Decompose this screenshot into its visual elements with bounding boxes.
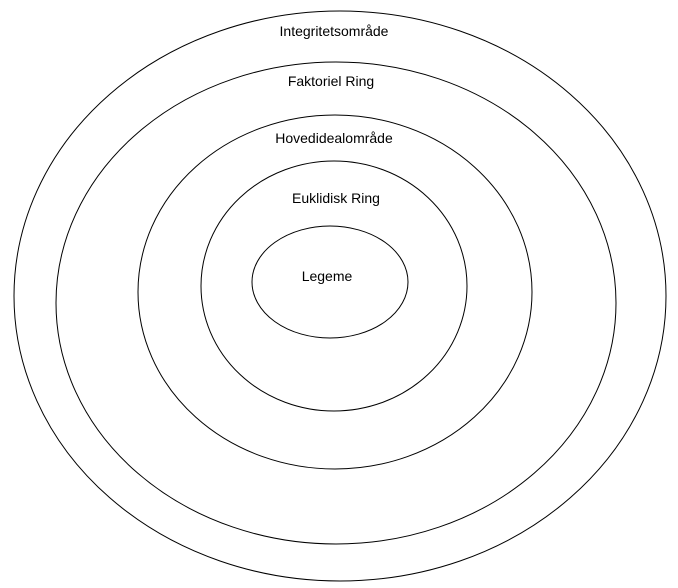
ring-euclidean: Euklidisk Ring — [200, 160, 468, 412]
ring-ufd: Faktoriel Ring — [55, 61, 617, 545]
ring-outline-euclidean — [200, 160, 468, 412]
ring-pid: Hovedidealområde — [137, 114, 533, 470]
ring-outline-field — [251, 225, 409, 339]
ring-field: Legeme — [251, 225, 409, 339]
ring-label-ufd: Faktoriel Ring — [288, 73, 374, 89]
ring-outline-ufd — [55, 61, 617, 545]
ring-label-pid: Hovedidealområde — [275, 130, 393, 146]
ring-label-integral-domain: Integritetsområde — [280, 23, 389, 39]
ring-label-euclidean: Euklidisk Ring — [292, 190, 380, 206]
ring-outline-pid — [137, 114, 533, 470]
ring-integral-domain: Integritetsområde — [13, 10, 667, 582]
ring-outline-integral-domain — [13, 10, 667, 582]
ring-label-field: Legeme — [302, 268, 353, 284]
